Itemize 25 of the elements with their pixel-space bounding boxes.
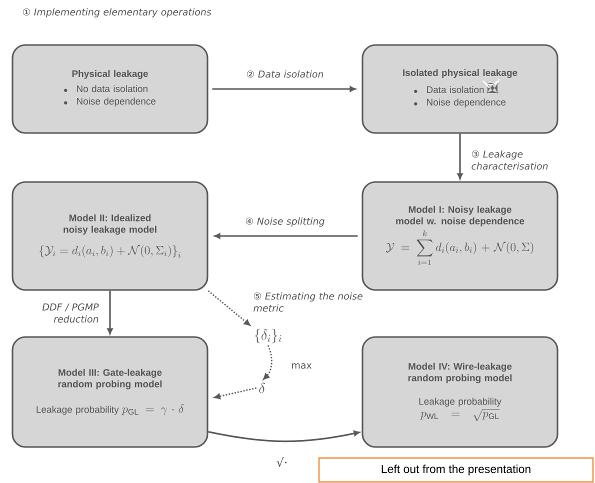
edge-label: max: [292, 363, 312, 369]
process-box: Isolated physical leakage Data isolation Noise dependence: [362, 44, 558, 134]
arrow: [457, 134, 463, 180]
arrow: [214, 387, 257, 400]
edge-label: DDF / PGMP reduction: [42, 303, 99, 323]
arrow: [212, 86, 356, 92]
process-box: Physical leakage No data isolation Noise dependence: [12, 44, 208, 134]
process-box: Model IV: Wire-leakage random probing model Leakage probability $p_{\mathrm{WL}} = \sqrt{p_{\mathrm{GL}}}$: [362, 336, 558, 448]
arrow: [208, 290, 250, 326]
step-label: ① Implementing elementary operations: [22, 8, 212, 18]
arrow: [107, 290, 113, 334]
formula-text: $\{\delta_i\}_i$: [254, 328, 282, 344]
edge-label: √·: [276, 457, 287, 467]
process-box: Model III: Gate-leakage random probing model Leakage probability $p_{\mathrm{GL}} = \gamma \cdot \delta$: [12, 336, 208, 448]
process-box: Model II: Idealized noisy leakage model $\left\{\mathcal{Y}_i = d_i(a_i,b_i) + \mathcal{N}(0,\Sigma_i)\right\}_i$: [12, 181, 208, 291]
arrow: [214, 233, 358, 239]
note-box: Left out from the presentation: [318, 457, 594, 483]
edge-label: ③ Leakage characterisation: [472, 150, 548, 170]
process-box: Model I: Noisy leakage model w. noise dependence $\mathcal{Y} = \sum_{i=1}^{k} d_i(a_i,b_i) + \mathcal{N}(0,\Sigma)$: [362, 181, 558, 291]
edge-label: ② Data isolation: [246, 70, 324, 78]
edge-label: ⑤ Estimating the noise metric: [254, 292, 362, 312]
edge-label: ④ Noise splitting: [246, 217, 324, 227]
formula-text: $\delta$: [259, 382, 265, 394]
arrow: [263, 345, 272, 380]
arrow: [208, 430, 360, 442]
